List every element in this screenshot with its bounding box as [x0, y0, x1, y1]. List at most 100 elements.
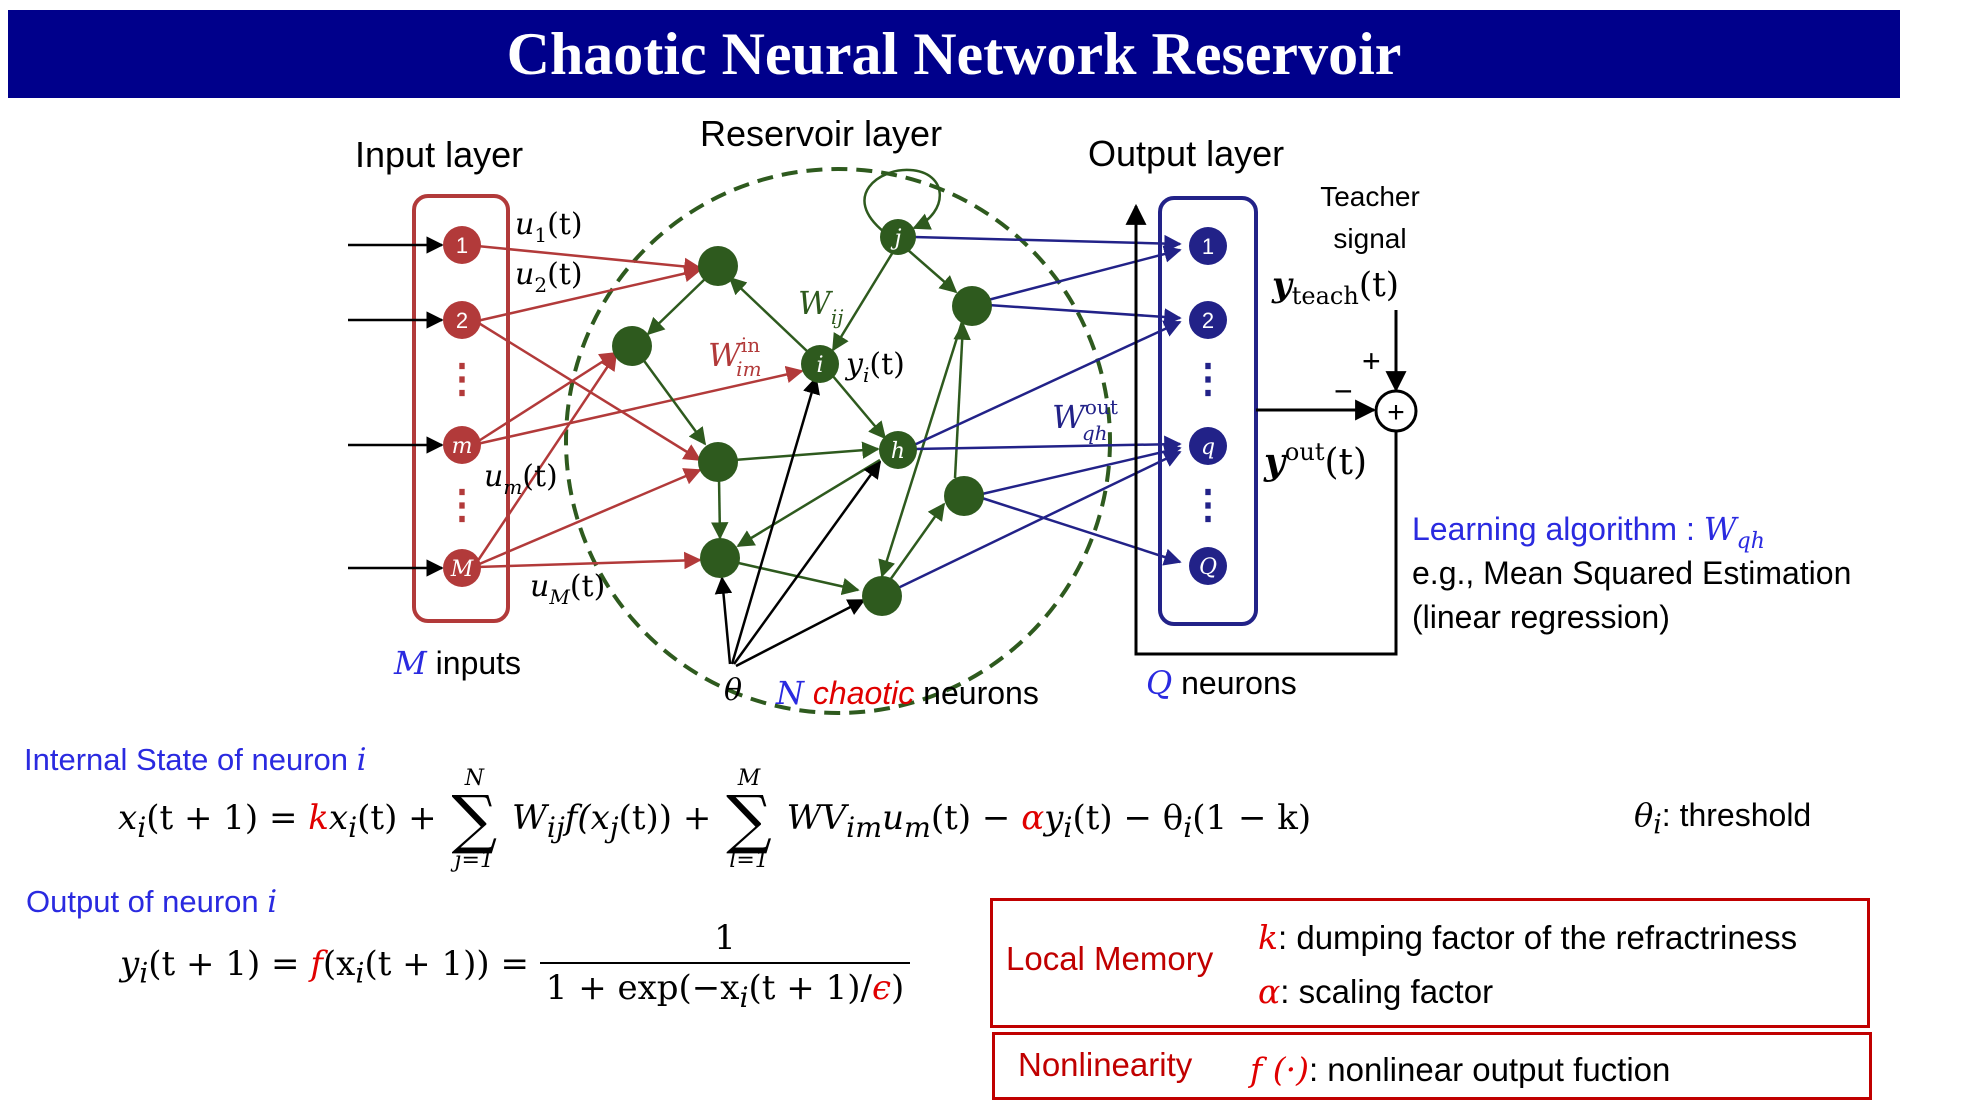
res-edge-e-f	[733, 560, 860, 596]
res-self-loop-j	[863, 168, 941, 233]
input-count-label: M inputs	[393, 644, 521, 682]
learning-algorithm-label: Learning algorithm : Wqh	[1412, 510, 1765, 554]
threshold-text: : threshold	[1661, 797, 1812, 833]
state-eq-lhs: (t + 1) =	[146, 798, 298, 838]
input-node-label-m: m	[452, 434, 473, 459]
input-node-2	[443, 301, 481, 339]
output-eq-lhs: (t + 1) =	[148, 943, 300, 984]
internal-state-equation: xi(t + 1) = kxi(t) + N∑j=1 Wijf(xj(t)) +…	[118, 766, 1312, 873]
teacher-label-line2: signal	[1333, 223, 1406, 254]
input-dots-lower: ⋮	[442, 483, 482, 527]
theta-label: θ	[724, 673, 742, 708]
local-memory-k: k: dumping factor of the refractriness	[1258, 918, 1797, 957]
threshold-symbol: θ	[1634, 796, 1654, 834]
output-count-label: Q neurons	[1146, 664, 1297, 702]
nonlinearity-f-symbol: f (·)	[1250, 1050, 1309, 1089]
input-node-label-2: 2	[456, 308, 468, 333]
res-edge-i-h	[831, 374, 887, 440]
sigmoid-epsilon: ϵ	[871, 968, 891, 1008]
teacher-signal-symbol: yteach(t)	[1271, 265, 1399, 310]
wout-edge-g-Q	[981, 496, 1182, 566]
input-node-1	[443, 226, 481, 264]
input-node-M	[443, 549, 481, 587]
input-dots-upper: ⋮	[442, 357, 482, 401]
nonlinearity-box	[992, 1032, 1872, 1100]
win-edge-2b	[476, 320, 702, 462]
reservoir-node-h-label: h	[891, 439, 905, 464]
win-edge-2a	[476, 264, 702, 323]
learning-example-2: (linear regression)	[1412, 599, 1670, 635]
reservoir-node	[698, 246, 738, 286]
wout-edge-g-q	[981, 443, 1182, 496]
output-node-2	[1189, 301, 1227, 339]
sigmoid-numerator: 1	[539, 918, 911, 964]
nonlinearity-label: Nonlinearity	[1018, 1046, 1193, 1083]
output-neuron-heading-var: i	[267, 884, 278, 920]
reservoir-boundary	[564, 167, 1112, 715]
reservoir-node	[698, 442, 738, 482]
local-memory-k-text: : dumping factor of the refractriness	[1278, 919, 1798, 956]
output-layer-label: Output layer	[1088, 133, 1284, 174]
local-memory-box	[990, 898, 1870, 1028]
res-edge-b-d	[640, 357, 707, 446]
reservoir-node	[944, 476, 984, 516]
internal-state-heading-text: Internal State of neuron	[24, 742, 357, 777]
input-layer-box	[412, 194, 510, 623]
output-node-label-1: 1	[1202, 234, 1214, 259]
res-edge-g-c	[953, 322, 971, 479]
reservoir-node	[612, 326, 652, 366]
local-memory-alpha-text: : scaling factor	[1280, 973, 1494, 1010]
output-eq-mid: (x	[322, 943, 356, 984]
plus-sign: +	[1362, 343, 1381, 379]
teacher-label-line1: Teacher	[1320, 181, 1420, 212]
win-edge-M1	[476, 468, 702, 567]
res-edge-j-i	[831, 251, 895, 352]
sum1-bottom: j=1	[454, 848, 494, 873]
output-neuron-heading-text: Output of neuron	[26, 884, 268, 919]
nonlinearity-f-text: : nonlinear output fuction	[1308, 1051, 1671, 1088]
reservoir-node-i-label: i	[816, 353, 823, 378]
wout-edge-c-1	[987, 245, 1182, 302]
reservoir-node	[862, 576, 902, 616]
output-node-1	[1189, 227, 1227, 265]
error-feedback-line	[1125, 203, 1398, 656]
wout-edge-f-q	[897, 450, 1182, 590]
output-eq-mid2: (t + 1)) =	[364, 943, 529, 984]
res-edge-a-b	[646, 277, 707, 336]
input-signal-u1: u1(t)	[515, 207, 583, 247]
reservoir-node-h	[879, 431, 917, 469]
theta-edge-3	[735, 598, 866, 668]
wout-edge-j-1	[913, 234, 1182, 253]
win-edge-Ma	[475, 352, 618, 563]
sum2-top: M	[737, 766, 761, 791]
error-summing-junction	[1374, 389, 1418, 433]
reservoir-node	[952, 286, 992, 326]
reservoir-layer-label: Reservoir layer	[700, 113, 942, 154]
input-signal-uM: uM(t)	[530, 569, 605, 609]
res-edge-j-c	[907, 249, 958, 294]
win-edge-m2	[476, 365, 804, 446]
res-edge-i-a	[728, 276, 809, 353]
local-memory-alpha: α: scaling factor	[1258, 972, 1493, 1011]
input-signal-u2: u2(t)	[515, 257, 583, 297]
state-eq-term4: (t) − θ	[1072, 798, 1184, 838]
output-eq-f: f	[310, 943, 323, 984]
output-node-label-2: 2	[1202, 308, 1214, 333]
threshold-note: θi: threshold	[1634, 796, 1811, 840]
res-edge-f-g	[888, 502, 946, 581]
theta-edge-4	[714, 576, 733, 665]
state-eq-term3: WV	[786, 798, 847, 838]
sum-over-j: N∑j=1	[451, 766, 498, 873]
reservoir-node	[700, 538, 740, 578]
sigmoid-den-a: 1 + exp(−x	[545, 968, 740, 1008]
output-dots-upper: ⋮	[1188, 357, 1228, 401]
sum-over-l: M∑l=1	[726, 766, 772, 873]
sum-junction-symbol: +	[1387, 396, 1405, 429]
internal-state-heading-var: i	[356, 742, 367, 778]
yi-label: yi(t)	[844, 347, 905, 387]
state-eq-term4b: (1 − k)	[1192, 798, 1312, 838]
output-dots-lower: ⋮	[1188, 483, 1228, 527]
sigmoid-denominator: 1 + exp(−xi(t + 1)/ϵ)	[545, 968, 905, 1014]
